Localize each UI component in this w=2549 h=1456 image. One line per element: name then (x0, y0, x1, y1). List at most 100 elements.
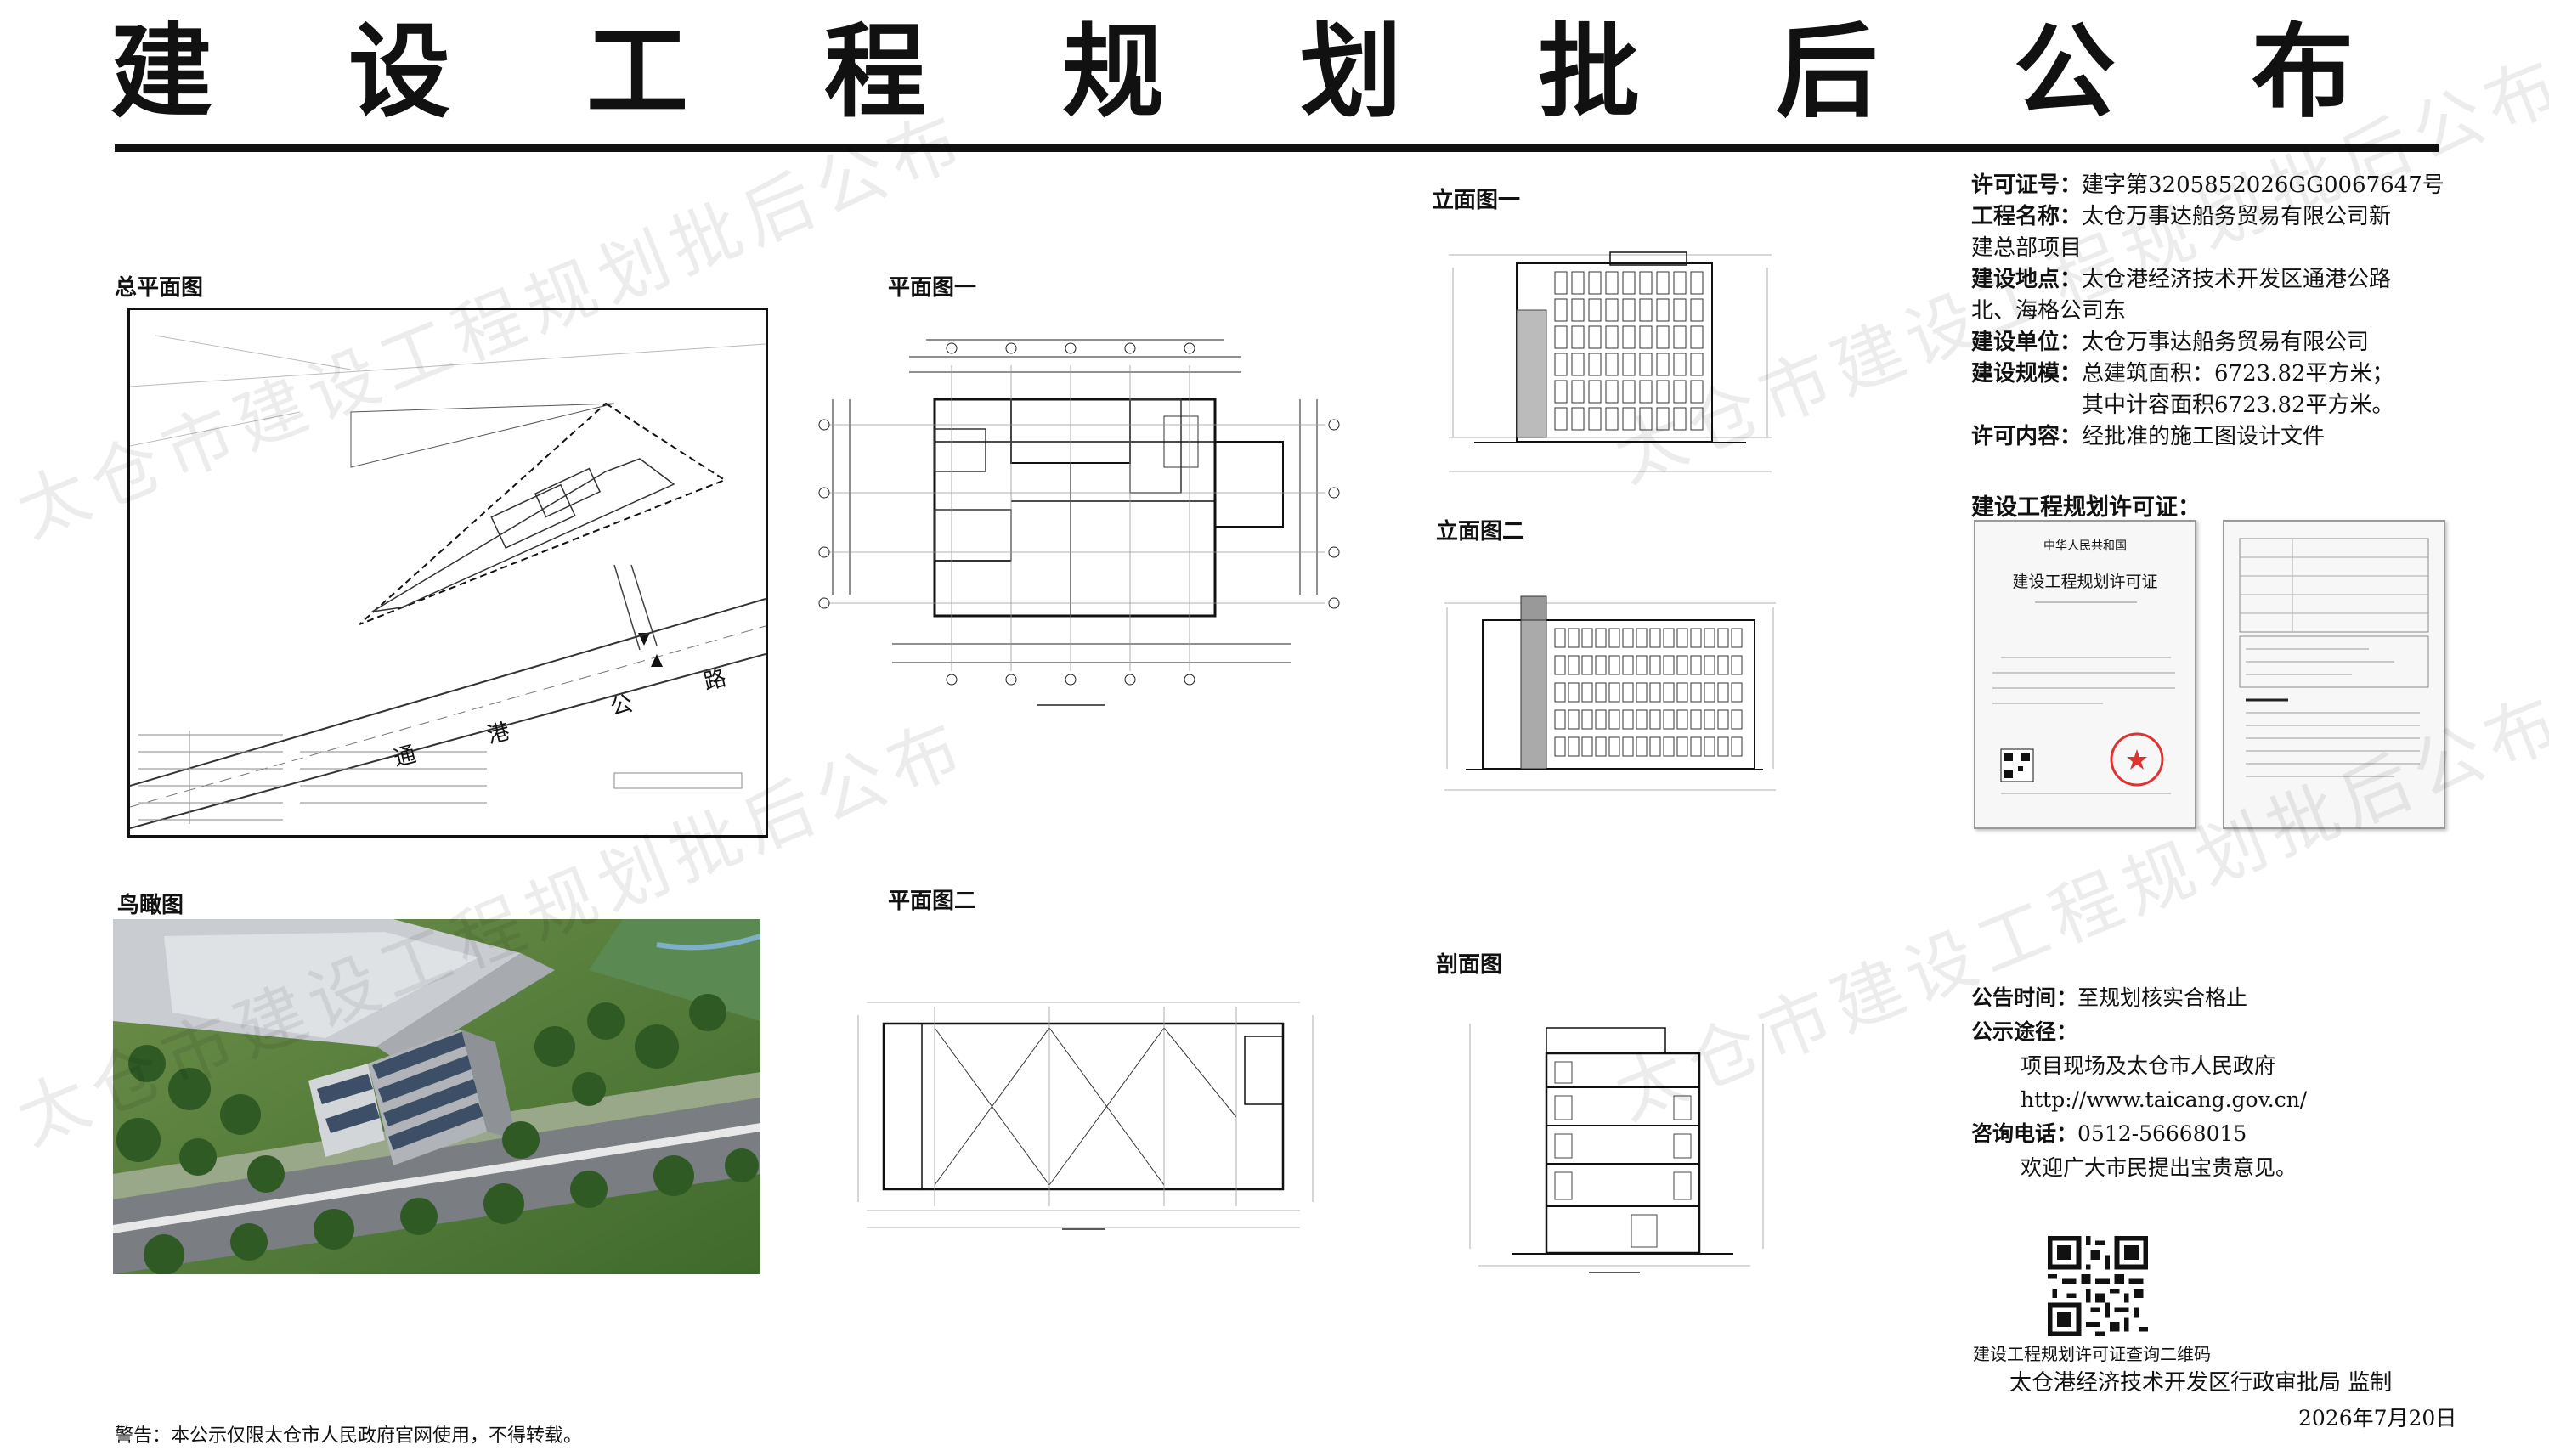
window-mark (1690, 628, 1702, 648)
window-mark (1605, 353, 1619, 376)
floor-plan-1-label: 平面图一 (888, 275, 977, 301)
window-mark (1554, 353, 1568, 376)
window-mark (1622, 325, 1636, 349)
window-mark (1622, 736, 1634, 757)
window-mark (1588, 353, 1602, 376)
floor-plan-2-label: 平面图二 (888, 889, 977, 914)
window-mark (1649, 655, 1661, 675)
notice-time: 至规划核实合格止 (2077, 985, 2248, 1010)
aerial-image (113, 919, 760, 1274)
window-mark (1717, 682, 1729, 703)
window-mark (1704, 655, 1715, 675)
window-mark (1731, 655, 1743, 675)
window-mark (1690, 655, 1702, 675)
window-mark (1704, 709, 1715, 730)
window-mark (1663, 655, 1675, 675)
window-mark (1554, 736, 1566, 757)
title-char: 工 (586, 12, 688, 132)
permit-card-back (2223, 520, 2445, 829)
window-mark (1731, 736, 1743, 757)
window-mark (1622, 628, 1634, 648)
section-drawing (1461, 1011, 1776, 1283)
window-mark (1673, 407, 1687, 431)
window-mark (1554, 271, 1568, 295)
window-mark (1571, 380, 1585, 404)
license-no-label: 许可证号： (1971, 172, 2083, 198)
window-mark (1568, 655, 1580, 675)
notice-welcome: 欢迎广大市民提出宝贵意见。 (2021, 1155, 2297, 1180)
window-mark (1704, 736, 1715, 757)
unit-label: 建设单位： (1971, 330, 2083, 355)
issue-date: 2026年7月20日 (2298, 1406, 2457, 1431)
window-mark (1605, 298, 1619, 322)
window-mark (1676, 736, 1688, 757)
permit-card-title: 建设工程规划许可证 (2012, 573, 2158, 591)
window-mark (1588, 325, 1602, 349)
window-mark (1605, 271, 1619, 295)
window-mark (1554, 325, 1568, 349)
section-label: 剖面图 (1436, 952, 1503, 978)
window-mark (1622, 407, 1636, 431)
scale: 总建筑面积：6723.82平方米； (2082, 361, 2394, 387)
window-mark (1717, 709, 1729, 730)
window-mark (1663, 628, 1675, 648)
window-mark (1636, 736, 1648, 757)
window-mark (1554, 628, 1566, 648)
window-mark (1636, 655, 1648, 675)
project-name-cont: 建总部项目 (1971, 235, 2083, 261)
warning-text: 警告：本公示仅限太仓市人民政府官网使用，不得转载。 (115, 1425, 583, 1447)
window-mark (1568, 736, 1580, 757)
window-mark (1656, 380, 1670, 404)
window-mark (1676, 682, 1688, 703)
notice-time-label: 公告时间： (1971, 985, 2078, 1010)
window-mark (1690, 325, 1704, 349)
window-mark (1588, 271, 1602, 295)
window-mark (1717, 655, 1729, 675)
window-mark (1568, 628, 1580, 648)
license-content: 经批准的施工图设计文件 (2082, 424, 2326, 449)
project-name: 太仓万事达船务贸易有限公司新 (2082, 204, 2392, 229)
window-mark (1649, 628, 1661, 648)
elevation-1-label: 立面图一 (1432, 188, 1521, 213)
window-mark (1554, 298, 1568, 322)
window-mark (1595, 682, 1607, 703)
window-mark (1605, 325, 1619, 349)
title-char: 布 (2252, 12, 2354, 132)
window-mark (1622, 271, 1636, 295)
window-mark (1656, 271, 1670, 295)
supervisor: 太仓港经济技术开发区行政审批局 监制 (2009, 1370, 2393, 1396)
window-mark (1588, 380, 1602, 404)
window-mark (1639, 325, 1653, 349)
license-no: 建字第3205852026GG0067647号 (2082, 172, 2444, 198)
window-mark (1608, 682, 1620, 703)
window-mark (1649, 682, 1661, 703)
window-mark (1608, 736, 1620, 757)
window-mark (1676, 709, 1688, 730)
location-cont: 北、海格公司东 (1971, 298, 2127, 324)
window-mark (1639, 271, 1653, 295)
qr-code (2048, 1236, 2148, 1336)
window-mark (1605, 380, 1619, 404)
window-mark (1690, 271, 1704, 295)
elevation-2-label: 立面图二 (1436, 519, 1525, 545)
window-mark (1554, 380, 1568, 404)
window-mark (1639, 353, 1653, 376)
window-mark (1731, 628, 1743, 648)
window-mark (1581, 655, 1593, 675)
window-mark (1571, 298, 1585, 322)
window-mark (1663, 709, 1675, 730)
notice-channel: 项目现场及太仓市人民政府 (2021, 1053, 2276, 1078)
scale-cont: 其中计容面积6723.82平方米。 (2082, 392, 2394, 418)
window-mark (1595, 736, 1607, 757)
notice-phone-label: 咨询电话： (1971, 1121, 2078, 1146)
window-mark (1690, 407, 1704, 431)
window-mark (1571, 353, 1585, 376)
window-mark (1656, 353, 1670, 376)
location-label: 建设地点： (1971, 267, 2083, 292)
title-char: 公 (2014, 12, 2116, 132)
window-mark (1622, 682, 1634, 703)
content-label: 许可内容： (1971, 424, 2083, 449)
window-mark (1717, 628, 1729, 648)
window-mark (1649, 709, 1661, 730)
window-mark (1605, 407, 1619, 431)
